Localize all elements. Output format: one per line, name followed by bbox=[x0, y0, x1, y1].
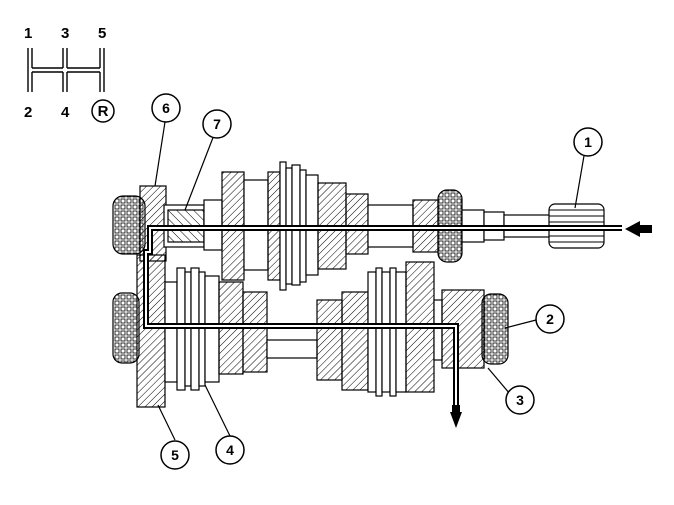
input-arrow-icon bbox=[625, 221, 652, 237]
gear-r-label: R bbox=[98, 103, 109, 120]
callout-4: 4 bbox=[215, 435, 245, 465]
svg-text:5: 5 bbox=[171, 447, 179, 463]
svg-text:4: 4 bbox=[226, 442, 234, 458]
svg-text:3: 3 bbox=[516, 392, 524, 408]
svg-text:7: 7 bbox=[213, 116, 221, 132]
svg-text:1: 1 bbox=[584, 134, 592, 150]
gear-4-label: 4 bbox=[61, 104, 70, 121]
shift-gate-lines bbox=[27, 48, 105, 92]
reverse-circle bbox=[91, 99, 115, 123]
callout-5: 5 bbox=[160, 440, 190, 470]
callout-7: 7 bbox=[202, 109, 232, 139]
shift-pattern: 1 3 5 2 4 R bbox=[24, 25, 115, 123]
output-shaft bbox=[112, 254, 509, 408]
gear-5-label: 5 bbox=[98, 25, 106, 42]
gear-3-label: 3 bbox=[61, 25, 69, 42]
callout-leaders bbox=[154, 121, 586, 441]
gear-1-label: 1 bbox=[24, 25, 32, 42]
gear-2-label: 2 bbox=[24, 104, 32, 121]
svg-text:2: 2 bbox=[546, 311, 554, 327]
callout-3: 3 bbox=[505, 385, 535, 415]
callout-1: 1 bbox=[573, 127, 603, 157]
callout-6: 6 bbox=[151, 93, 181, 123]
svg-text:6: 6 bbox=[162, 100, 170, 116]
callout-2: 2 bbox=[535, 304, 565, 334]
output-arrow-icon bbox=[450, 412, 462, 428]
